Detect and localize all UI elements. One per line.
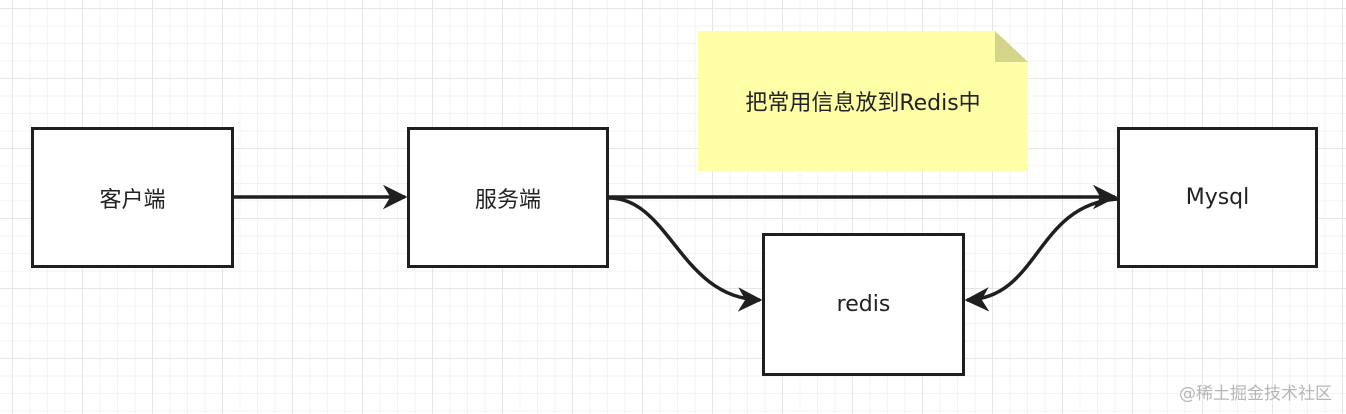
watermark-text: @稀土掘金技术社区 xyxy=(1179,384,1332,404)
edge-mysql-to-redis xyxy=(964,197,1118,312)
client-node-label: 客户端 xyxy=(99,187,166,213)
mysql-node: Mysql xyxy=(1117,127,1318,268)
sticky-note: 把常用信息放到Redis中 xyxy=(698,31,1028,171)
edge-server-to-redis xyxy=(608,196,763,312)
server-node: 服务端 xyxy=(407,127,609,268)
sticky-note-text: 把常用信息放到Redis中 xyxy=(745,91,981,116)
mysql-node-label: Mysql xyxy=(1185,185,1250,210)
client-node: 客户端 xyxy=(31,127,234,268)
redis-node-label: redis xyxy=(836,292,891,317)
redis-node: redis xyxy=(762,233,965,376)
server-node-label: 服务端 xyxy=(474,187,541,213)
